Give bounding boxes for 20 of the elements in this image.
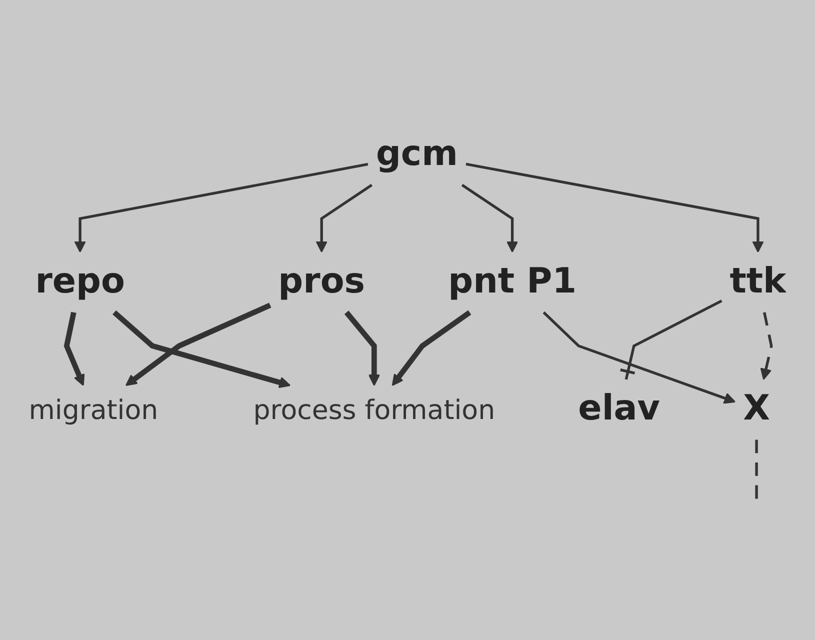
arrow [461,184,518,253]
gene-label: elav [578,389,660,430]
arrow [392,310,472,386]
gene-label: pros [278,262,366,302]
gene-label: process formation [253,394,496,426]
gene-label: repo [35,262,125,302]
gene-label: ttk [730,262,786,302]
arrow [74,163,368,253]
arrow [125,303,272,386]
arrow [316,184,373,253]
arrow [542,312,736,404]
arrow [112,310,291,388]
gene-label: X [743,389,770,430]
gene-label: gcm [376,134,458,175]
gene-label: pnt P1 [448,262,576,302]
arrow [344,310,380,386]
arrow [466,162,764,253]
arrow [64,312,85,386]
gene-label: migration [28,394,158,426]
arrow [760,312,773,380]
